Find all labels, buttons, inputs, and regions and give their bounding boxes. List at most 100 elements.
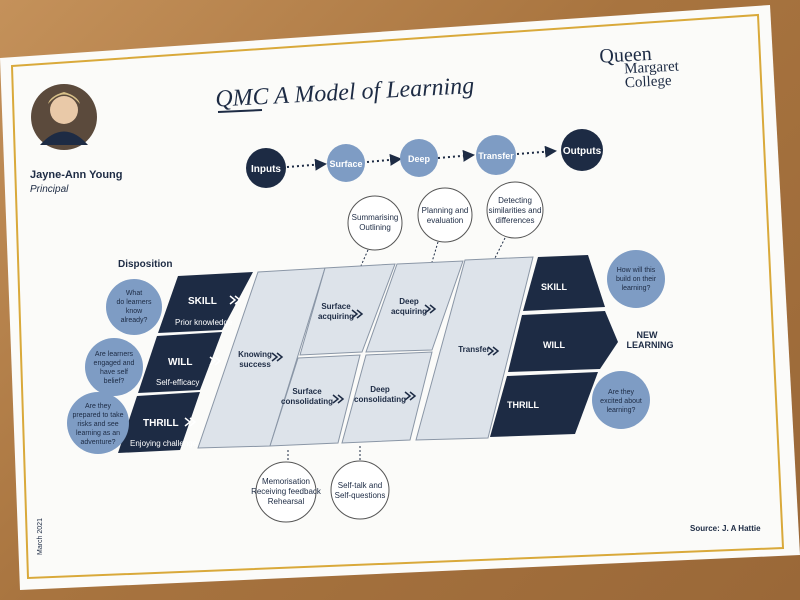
svg-text:Self-questions: Self-questions: [335, 491, 386, 500]
svg-text:Memorisation: Memorisation: [262, 477, 310, 486]
stage-labels: Knowing success Surface acquiring Deep a…: [238, 297, 490, 406]
question-risks: [67, 392, 129, 454]
svg-text:Self-talk and: Self-talk and: [338, 481, 382, 490]
flow-surface: [327, 144, 365, 182]
top-notes: Summarising Outlining Planning and evalu…: [347, 181, 544, 269]
svg-text:Deep: Deep: [408, 154, 431, 164]
svg-text:Outputs: Outputs: [563, 146, 602, 157]
source-note: Source: J. A Hattie: [690, 524, 761, 533]
svg-text:engaged and: engaged and: [94, 360, 135, 367]
svg-text:Surface: Surface: [329, 159, 362, 169]
panel-deep-acquiring: [365, 260, 464, 353]
question-know: [106, 279, 162, 335]
svg-text:success: success: [239, 360, 271, 369]
left-questions: What do learners know already? Are learn…: [67, 279, 162, 454]
flow-inputs: [246, 148, 286, 188]
svg-text:Are learners: Are learners: [95, 351, 134, 358]
svg-text:Transfer: Transfer: [458, 345, 490, 354]
block-will: [138, 332, 222, 393]
right-questions: How will this build on their learning? A…: [592, 250, 665, 429]
new-learning-line1: NEW: [637, 330, 659, 340]
svg-text:What: What: [126, 290, 142, 297]
svg-text:Planning and: Planning and: [422, 206, 469, 215]
svg-text:learning?: learning?: [607, 407, 636, 414]
svg-text:evaluation: evaluation: [427, 216, 463, 225]
bottom-notes: Memorisation Receiving feedback Rehearsa…: [251, 446, 390, 523]
panel-surface-consolidating: [269, 354, 361, 447]
date-note: March 2021: [37, 518, 44, 555]
svg-text:do learners: do learners: [116, 299, 152, 306]
svg-text:Margaret: Margaret: [624, 58, 680, 77]
svg-text:prepared to take: prepared to take: [73, 412, 124, 419]
svg-text:Summarising: Summarising: [352, 213, 399, 222]
svg-text:Enjoying challenge: Enjoying challenge: [130, 439, 198, 448]
output-skill: [523, 255, 605, 311]
block-thrill: [118, 392, 200, 453]
output-blocks: SKILL WILL THRILL: [490, 255, 618, 437]
svg-text:Are they: Are they: [608, 389, 635, 396]
college-logo: Queen Margaret College: [599, 43, 680, 91]
title-underline: [217, 109, 263, 113]
flow-row: Inputs Surface Deep Transfer Outputs: [246, 129, 603, 188]
svg-text:Deep: Deep: [399, 297, 419, 306]
avatar: [31, 84, 97, 150]
note-selftalk: [330, 460, 390, 520]
svg-text:differences: differences: [496, 216, 535, 225]
svg-text:Transfer: Transfer: [478, 151, 514, 161]
svg-text:excited about: excited about: [600, 398, 642, 405]
svg-text:Rehearsal: Rehearsal: [268, 497, 305, 506]
svg-text:SKILL: SKILL: [541, 282, 568, 292]
gold-border: [10, 13, 785, 580]
svg-text:Receiving feedback: Receiving feedback: [251, 487, 322, 496]
panel-surface-acquiring: [299, 263, 396, 356]
svg-text:consolidating: consolidating: [354, 395, 406, 404]
svg-text:Prior knowledge: Prior knowledge: [175, 318, 233, 327]
person-name: Jayne-Ann Young: [30, 169, 123, 181]
svg-text:Surface: Surface: [292, 387, 322, 396]
svg-text:Queen: Queen: [599, 43, 652, 68]
svg-text:THRILL: THRILL: [143, 418, 179, 429]
block-skill: [158, 272, 253, 333]
stage-panels: [197, 256, 534, 449]
svg-text:Knowing: Knowing: [238, 350, 272, 359]
svg-text:Detecting: Detecting: [498, 196, 532, 205]
flow-deep: [400, 139, 438, 177]
svg-text:Inputs: Inputs: [251, 164, 281, 175]
svg-text:consolidating: consolidating: [281, 397, 333, 406]
svg-text:already?: already?: [121, 317, 148, 324]
svg-text:WILL: WILL: [543, 340, 565, 350]
svg-text:College: College: [625, 73, 673, 91]
new-learning-line2: LEARNING: [627, 340, 674, 350]
note-detecting: [486, 181, 544, 239]
question-build: [607, 250, 665, 308]
svg-text:SKILL: SKILL: [188, 296, 217, 307]
svg-text:adventure?: adventure?: [80, 439, 115, 446]
svg-text:acquiring: acquiring: [391, 307, 427, 316]
svg-text:Surface: Surface: [321, 302, 351, 311]
svg-text:Are they: Are they: [85, 403, 112, 410]
panel-transfer: [415, 256, 534, 441]
output-thrill: [490, 372, 598, 437]
svg-text:belief?: belief?: [104, 378, 125, 385]
flow-transfer: [476, 135, 516, 175]
svg-text:learning?: learning?: [622, 285, 651, 292]
svg-text:similarities and: similarities and: [489, 206, 542, 215]
question-excited: [592, 371, 650, 429]
svg-text:learning as an: learning as an: [76, 430, 120, 437]
svg-text:know: know: [126, 308, 143, 315]
svg-text:How will this: How will this: [617, 267, 656, 274]
question-engaged: [85, 338, 143, 396]
note-memorisation: [255, 461, 317, 523]
svg-text:Deep: Deep: [370, 385, 390, 394]
disposition-blocks: SKILL Prior knowledge WILL Self-efficacy…: [118, 272, 253, 453]
person-role: Principal: [30, 184, 69, 195]
svg-text:Self-efficacy: Self-efficacy: [156, 378, 199, 387]
svg-text:build on their: build on their: [616, 276, 657, 283]
svg-text:WILL: WILL: [168, 357, 192, 368]
note-summarising: [347, 195, 403, 251]
svg-text:THRILL: THRILL: [507, 400, 539, 410]
svg-text:risks and see: risks and see: [77, 421, 118, 428]
flow-outputs: [561, 129, 603, 171]
